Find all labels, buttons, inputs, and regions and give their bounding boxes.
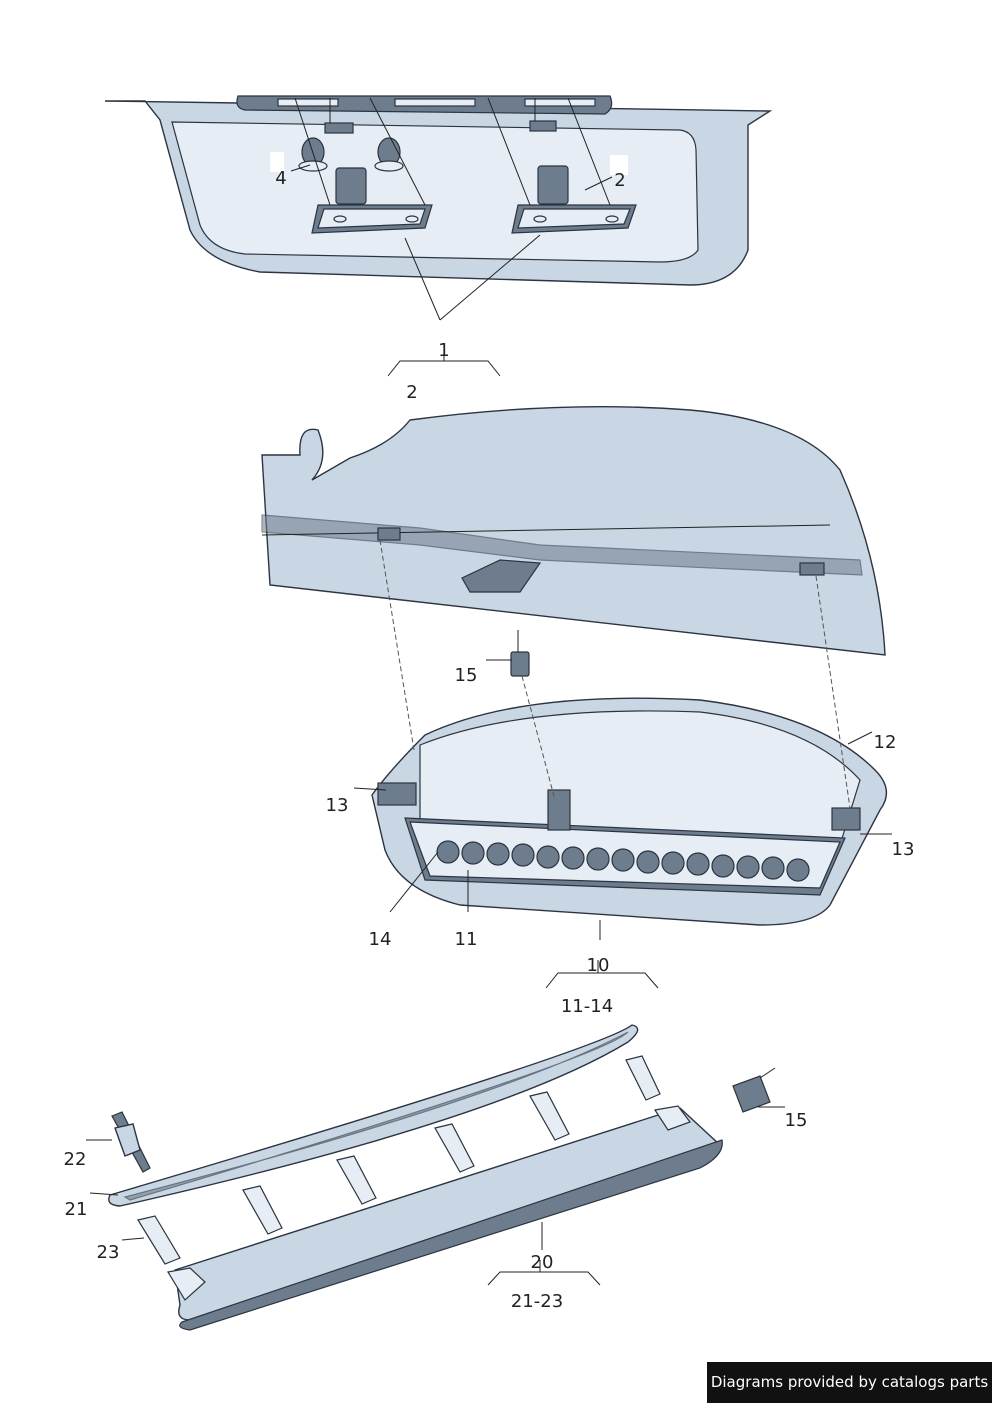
- group-range-20: 21-23: [511, 1291, 563, 1312]
- callout-1: 1: [438, 340, 449, 361]
- plug-connector-15-top: [510, 630, 530, 677]
- plug-connector-15-bottom: [732, 1067, 776, 1113]
- callout-15-bottom: 15: [785, 1110, 808, 1131]
- assembly-lines-1: [294, 97, 611, 206]
- license-light-left: [311, 167, 433, 234]
- group-range-1: 2: [406, 382, 417, 403]
- callout-12: 12: [874, 732, 897, 753]
- callout-20: 20: [531, 1252, 554, 1273]
- callout-21: 21: [65, 1199, 88, 1220]
- clips-23: [137, 1055, 661, 1265]
- assembly-lines-2: [379, 539, 851, 809]
- catalog-footer-banner: Diagrams provided by catalogs parts: [707, 1362, 992, 1403]
- callout-22: 22: [64, 1149, 87, 1170]
- light-bar-20: [167, 1105, 723, 1331]
- callout-11: 11: [455, 929, 478, 950]
- license-light-right: [511, 165, 637, 234]
- callout-14: 14: [369, 929, 392, 950]
- callout-10: 10: [587, 955, 610, 976]
- pin-22: [111, 1111, 151, 1173]
- led-array: [436, 840, 810, 882]
- callout-leads: [86, 164, 892, 1286]
- group-range-10: 11-14: [561, 996, 613, 1017]
- brake-light-housing: [371, 697, 888, 926]
- seal-strip-21: [108, 1024, 639, 1207]
- callout-labels: 1 2 2 4 15 12 13 13 14 11 10 11-14 15 22…: [64, 152, 915, 1312]
- trunk-lid-spoiler: [261, 405, 886, 656]
- callout-2-top: 2: [614, 170, 625, 191]
- callout-23: 23: [97, 1242, 120, 1263]
- callout-13-right: 13: [892, 839, 915, 860]
- callout-13-left: 13: [326, 795, 349, 816]
- tailgate-panel: [104, 95, 773, 286]
- connector-plugs: [324, 98, 557, 134]
- callout-15-top: 15: [455, 665, 478, 686]
- callout-4: 4: [275, 168, 286, 189]
